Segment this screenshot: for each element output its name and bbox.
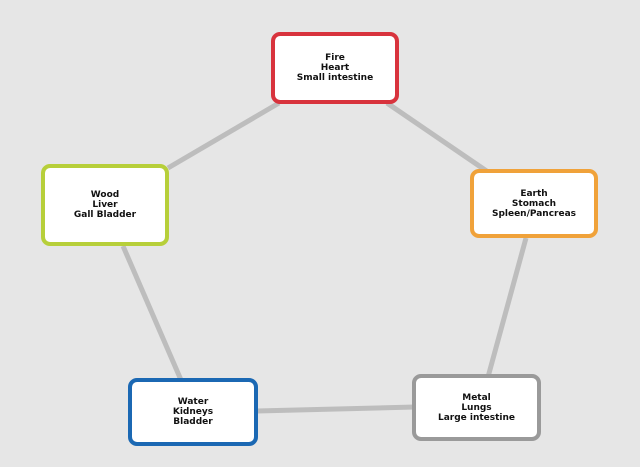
node-metal-organ: Lungs — [461, 402, 492, 413]
node-water-organ-secondary: Bladder — [173, 417, 213, 427]
node-metal-organ-secondary: Large intestine — [437, 412, 516, 423]
node-metal: Metal Lungs Large intestine — [412, 374, 541, 441]
node-earth-organ-secondary: Spleen/Pancreas — [491, 208, 577, 219]
node-earth-organ: Stomach — [511, 198, 557, 209]
node-earth-element: Earth — [520, 188, 548, 199]
connector-fire-earth — [385, 100, 490, 175]
node-water-organ: Kidneys — [172, 407, 214, 417]
node-wood-organ: Liver — [92, 200, 118, 210]
node-fire-organ: Heart — [320, 63, 350, 73]
node-metal-element: Metal — [462, 392, 491, 403]
node-fire-element: Fire — [325, 53, 345, 63]
node-fire: Fire Heart Small intestine — [271, 32, 399, 104]
node-fire-organ-secondary: Small intestine — [296, 73, 374, 83]
connector-water-wood — [120, 245, 184, 381]
node-earth: Earth Stomach Spleen/Pancreas — [470, 169, 598, 238]
node-wood-element: Wood — [90, 190, 120, 200]
connector-metal-water — [256, 404, 416, 414]
node-wood-organ-secondary: Gall Bladder — [73, 210, 137, 220]
node-water-element: Water — [177, 397, 209, 407]
node-wood: Wood Liver Gall Bladder — [41, 164, 169, 246]
connector-earth-metal — [485, 237, 529, 378]
node-water: Water Kidneys Bladder — [128, 378, 258, 446]
connector-wood-fire — [166, 100, 281, 171]
